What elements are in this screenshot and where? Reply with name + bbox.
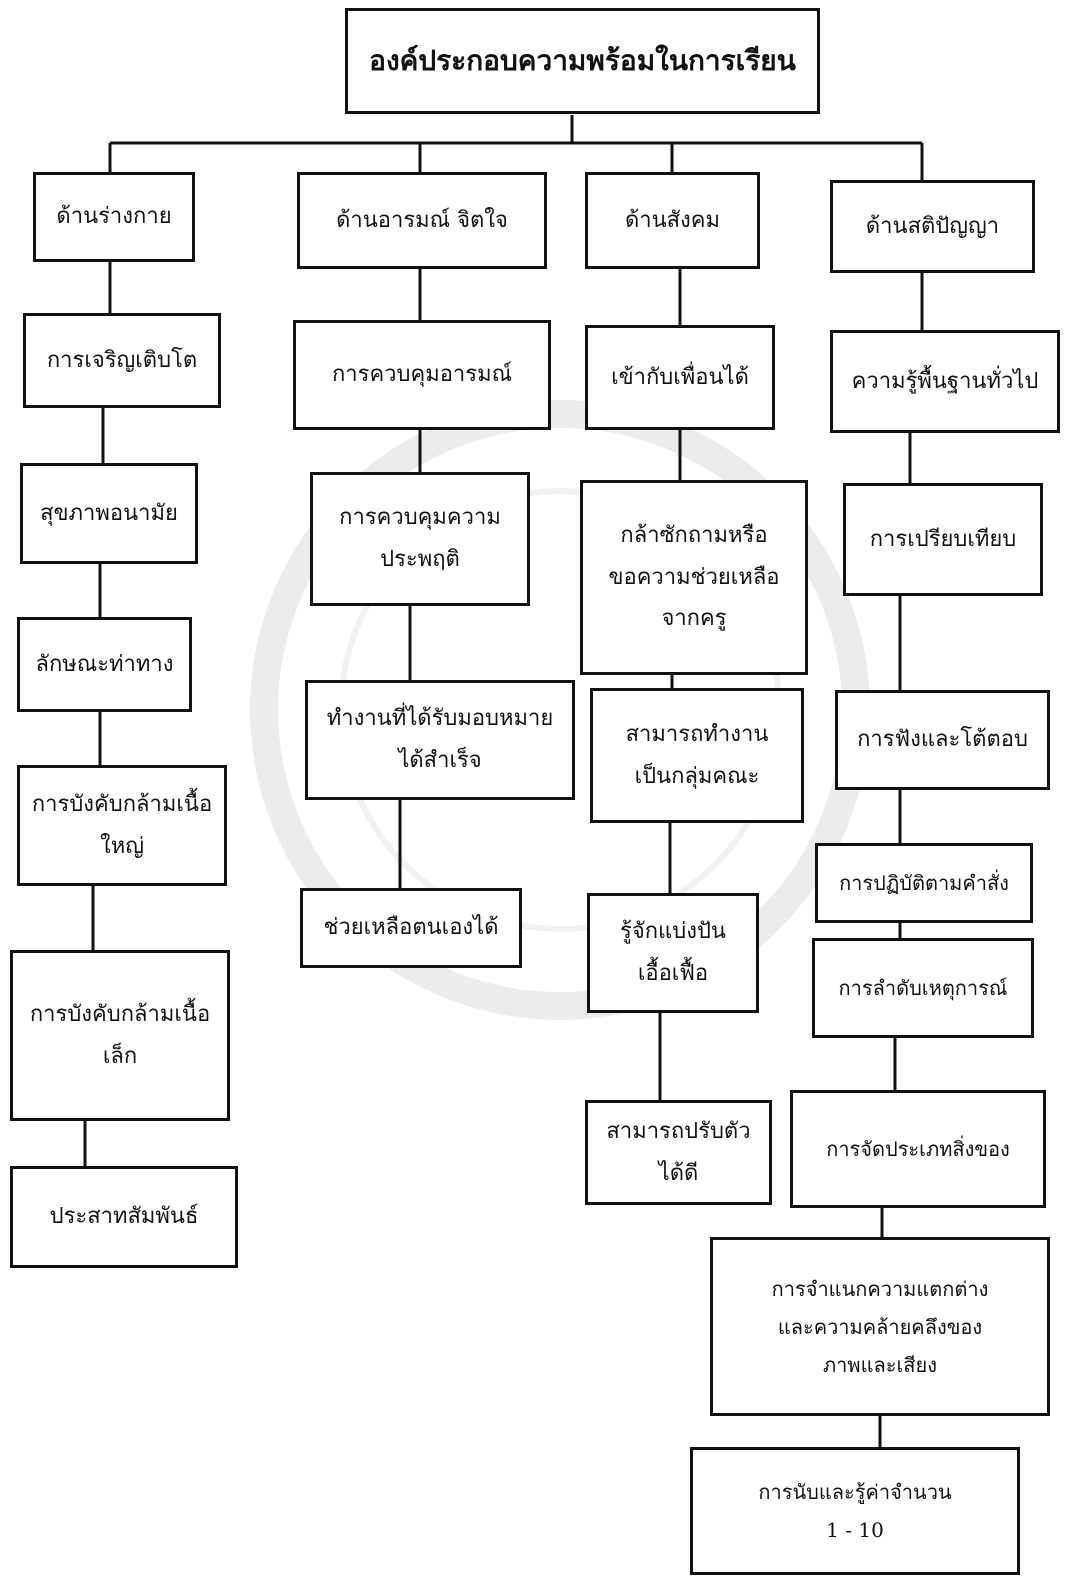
physical-item-large-muscle: การบังคับกล้ามเนื้อ ใหญ่ bbox=[17, 765, 227, 886]
social-item-ask-teacher: กล้าซักถามหรือ ขอความช่วยเหลือ จากครู bbox=[580, 480, 808, 675]
physical-item-coordination: ประสาทสัมพันธ์ bbox=[10, 1166, 238, 1268]
social-header: ด้านสังคม bbox=[585, 172, 760, 269]
social-item-get-along: เข้ากับเพื่อนได้ bbox=[585, 325, 775, 430]
social-item-adaptation: สามารถปรับตัว ได้ดี bbox=[585, 1100, 772, 1205]
physical-item-growth: การเจริญเติบโต bbox=[23, 313, 221, 408]
intellectual-item-counting: การนับและรู้ค่าจำนวน 1 - 10 bbox=[690, 1447, 1020, 1575]
emotional-header: ด้านอารมณ์ จิตใจ bbox=[297, 172, 547, 269]
physical-header: ด้านร่างกาย bbox=[33, 172, 195, 262]
emotional-item-self-help: ช่วยเหลือตนเองได้ bbox=[300, 888, 522, 968]
emotional-item-behavior-control: การควบคุมความ ประพฤติ bbox=[310, 472, 530, 606]
intellectual-item-classification: การจัดประเภทสิ่งของ bbox=[790, 1090, 1046, 1208]
physical-item-small-muscle: การบังคับกล้ามเนื้อ เล็ก bbox=[10, 950, 230, 1121]
intellectual-item-follow-instructions: การปฏิบัติตามคำสั่ง bbox=[815, 843, 1033, 923]
diagram-title: องค์ประกอบความพร้อมในการเรียน bbox=[345, 8, 820, 114]
intellectual-item-general-knowledge: ความรู้พื้นฐานทั่วไป bbox=[830, 330, 1060, 433]
intellectual-item-listening: การฟังและโต้ตอบ bbox=[835, 690, 1050, 790]
physical-item-health: สุขภาพอนามัย bbox=[20, 463, 198, 564]
emotional-item-task-completion: ทำงานที่ได้รับมอบหมาย ได้สำเร็จ bbox=[305, 680, 575, 800]
intellectual-item-sequencing: การลำดับเหตุการณ์ bbox=[812, 938, 1034, 1038]
physical-item-posture: ลักษณะท่าทาง bbox=[17, 617, 192, 712]
intellectual-item-discrimination: การจำแนกความแตกต่าง และความคล้ายคลึงของ … bbox=[710, 1237, 1050, 1416]
intellectual-item-comparison: การเปรียบเทียบ bbox=[843, 483, 1043, 596]
social-item-sharing: รู้จักแบ่งปัน เอื้อเฟื้อ bbox=[587, 893, 759, 1013]
emotional-item-emotion-control: การควบคุมอารมณ์ bbox=[293, 320, 551, 430]
social-item-group-work: สามารถทำงาน เป็นกลุ่มคณะ bbox=[590, 688, 804, 823]
intellectual-header: ด้านสติปัญญา bbox=[830, 180, 1035, 273]
